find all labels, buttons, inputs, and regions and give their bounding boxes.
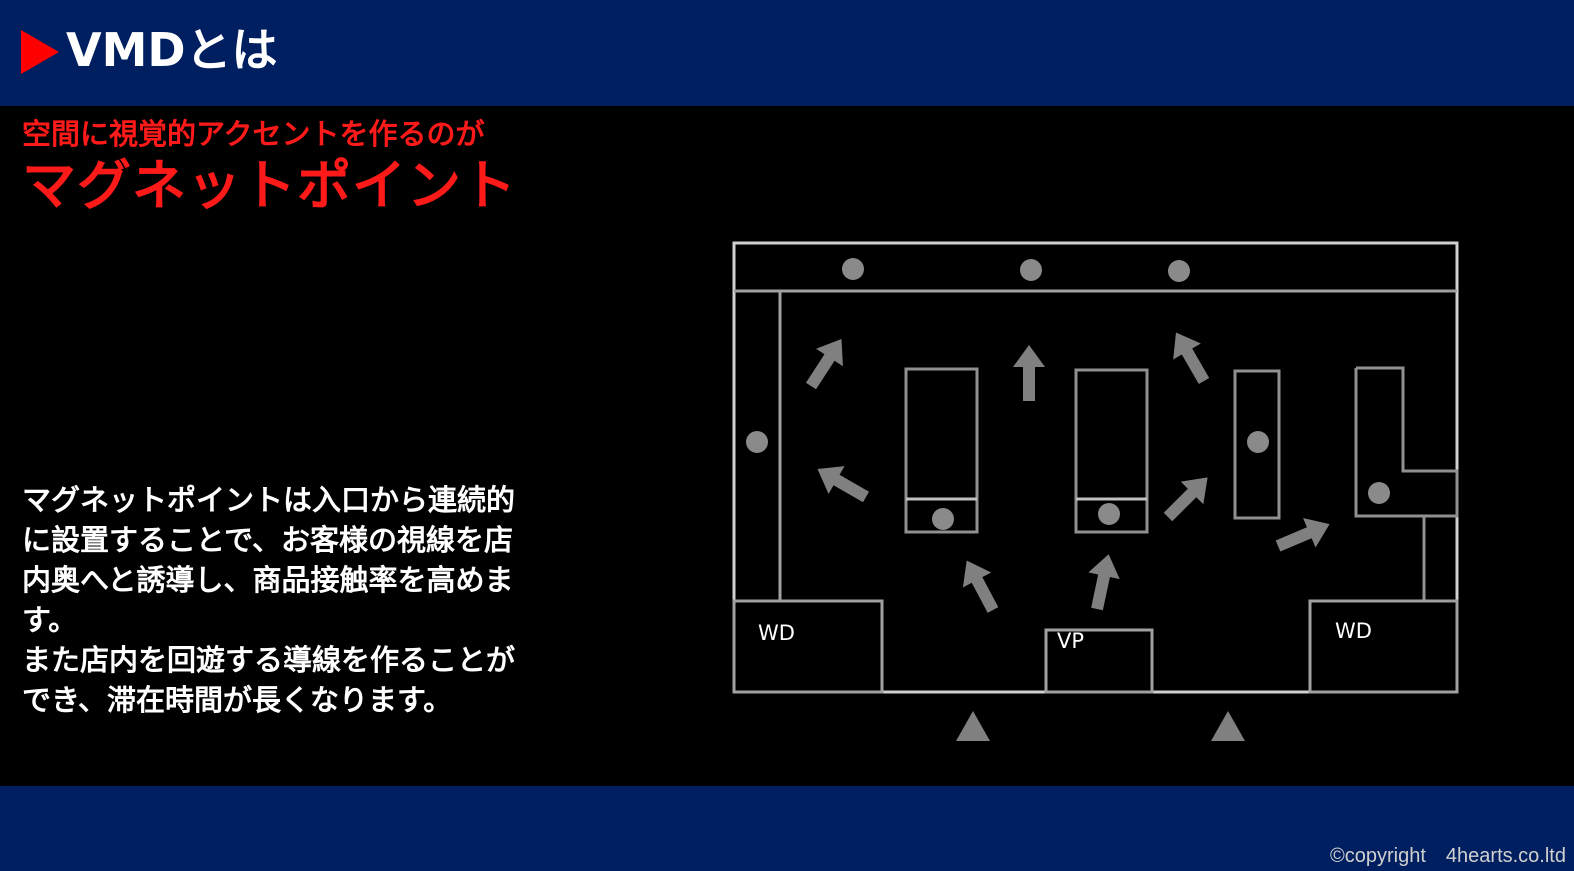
right-wall-shelf [1422,516,1457,603]
subtitle: 空間に視覚的アクセントを作るのが [22,117,485,151]
magnet-point-marker [842,258,864,280]
flow-arrow-icon [1156,466,1219,529]
flow-arrow-icon [1081,550,1125,613]
magnet-point-marker [1020,259,1042,281]
entrance-triangle-icon [1211,711,1245,741]
magnet-point-marker [1368,482,1390,504]
flow-arrow-icon [1271,509,1336,561]
magnet-point-marker [1247,431,1269,453]
magnet-point-marker [1098,503,1120,525]
body-line: また店内を回遊する導線を作ることが [22,643,516,677]
window-display-right [1308,599,1459,694]
magnet-point-marker [932,508,954,530]
body-line: 内奥へと誘導し、商品接触率を高めま [22,563,514,597]
body-line: マグネットポイントは入口から連続的 [22,483,516,517]
flow-arrow-icon [1162,324,1218,389]
wd-right-label: WD [1335,619,1372,643]
entrance-triangle-icon [956,711,990,741]
flow-arrow-icon [797,330,855,395]
window-display-left [732,599,884,694]
header-bar: VMDとは [0,0,1574,106]
page-title: VMDとは [66,23,278,77]
body-line: でき、滞在時間が長くなります。 [22,683,453,717]
play-triangle-icon [21,30,59,74]
copyright-text: ©copyright 4hearts.co.ltd [1330,845,1566,867]
vp-display [1044,628,1154,694]
center-fixture-1 [904,367,979,534]
narrow-fixture [1233,369,1281,520]
center-fixture-2 [1074,368,1149,534]
l-shaped-fixture [1354,366,1459,518]
flow-arrow-icon [809,455,874,511]
wd-left-label: WD [758,621,795,645]
headline: マグネットポイント [22,154,517,217]
body-line: に設置することで、お客様の視線を店 [22,523,513,557]
magnet-point-marker [746,431,768,453]
magnet-point-marker [1168,260,1190,282]
body-text: マグネットポイントは入口から連続的 に設置することで、お客様の視線を店 内奥へと… [22,480,602,720]
body-line: す。 [22,603,78,637]
vp-label: VP [1057,629,1084,653]
flow-arrow-icon [952,553,1008,618]
flow-arrow-icon [1013,345,1045,401]
footer-bar: ©copyright 4hearts.co.ltd [0,786,1574,871]
